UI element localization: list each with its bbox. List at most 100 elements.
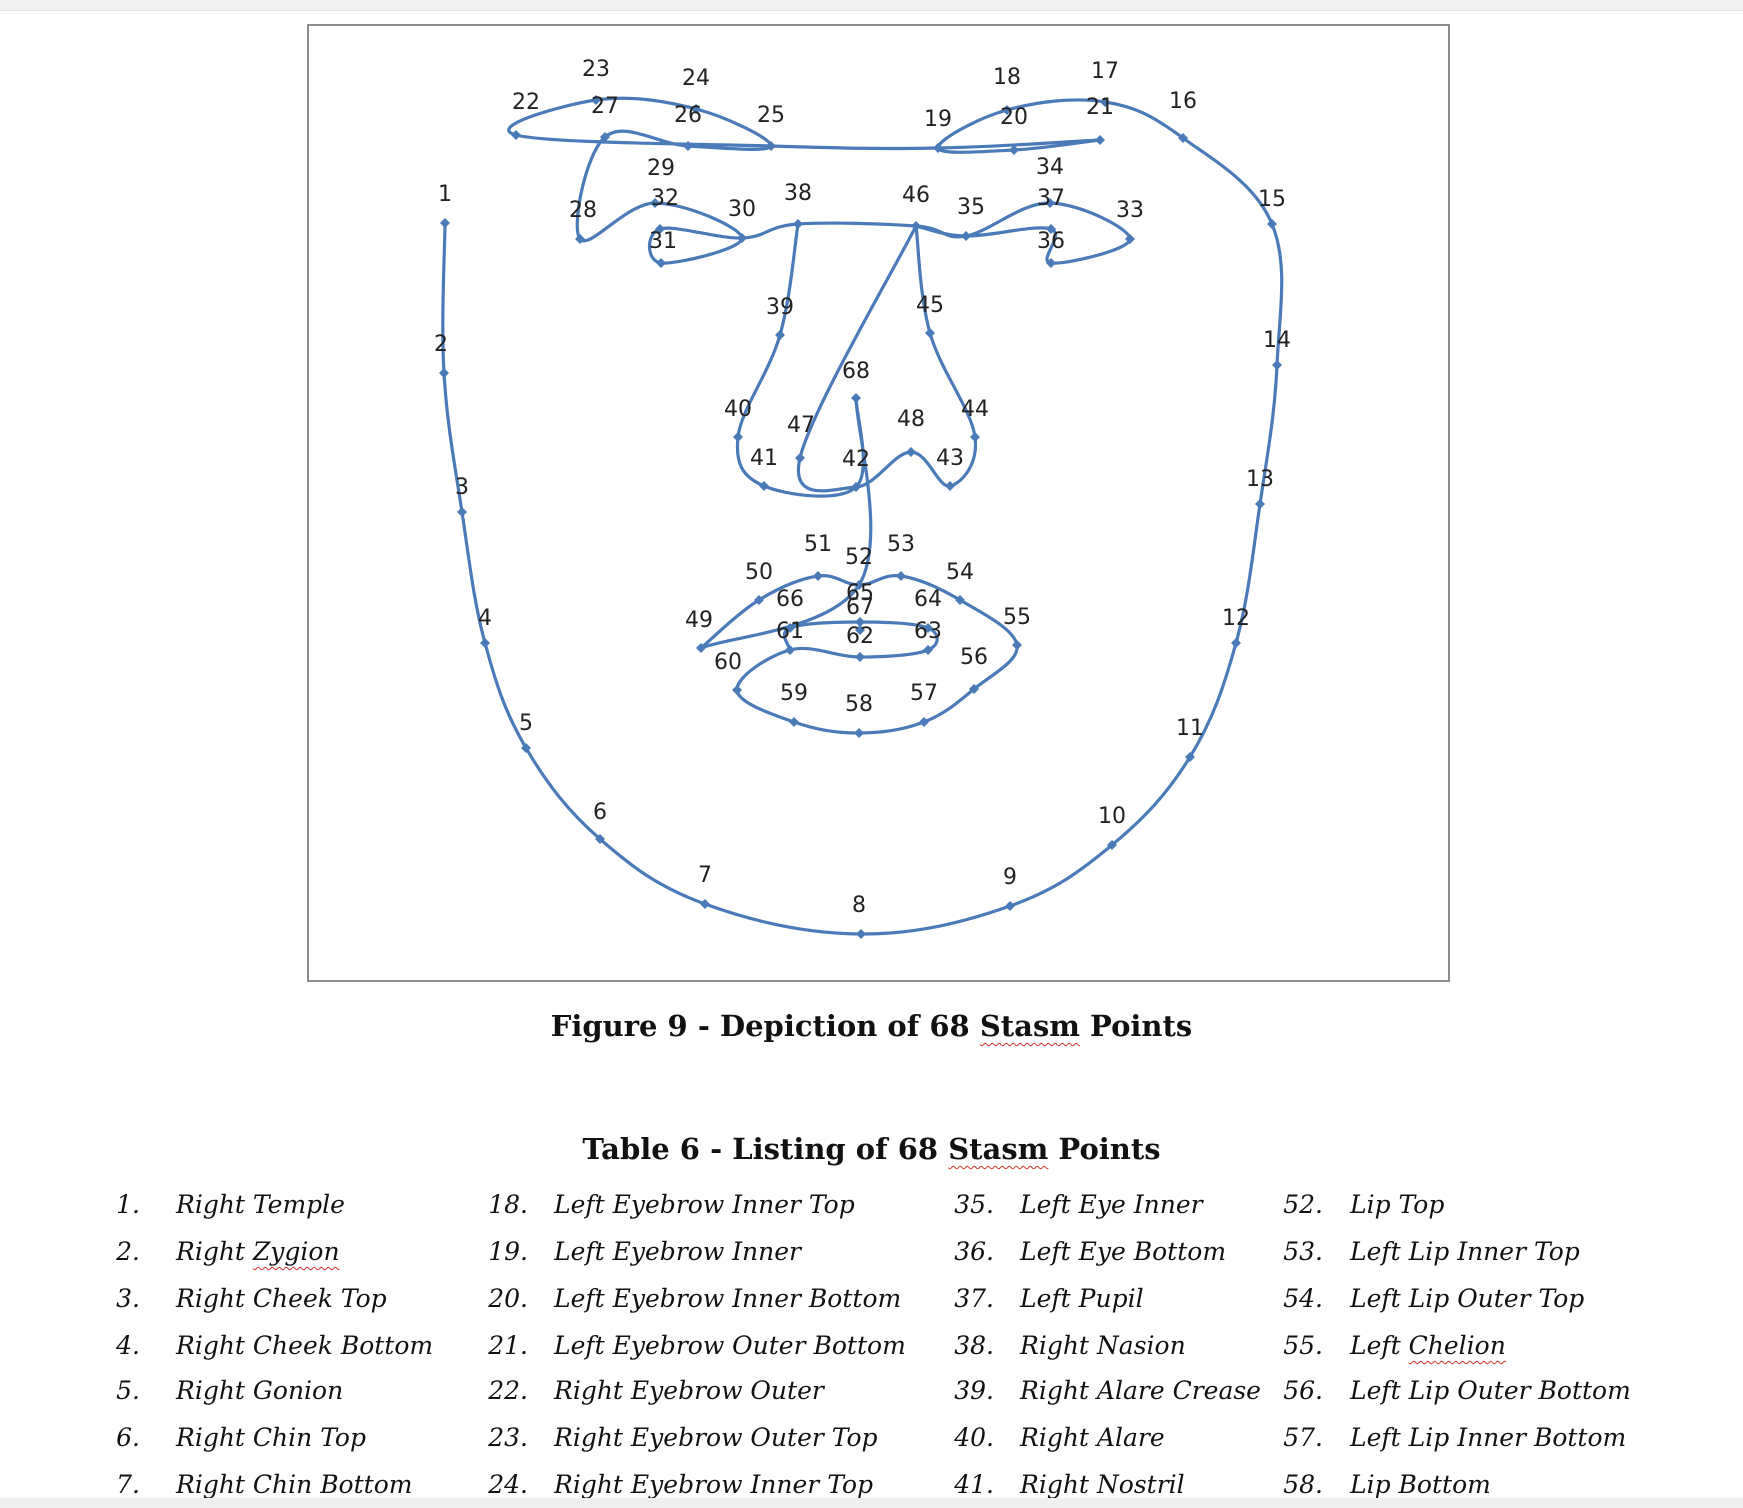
landmark-point-61 — [785, 645, 795, 655]
landmark-point-3 — [457, 507, 467, 517]
landmark-point-43 — [945, 481, 955, 491]
landmark-point-22 — [511, 130, 521, 140]
landmark-point-44 — [970, 432, 980, 442]
landmark-label-25: 25 — [757, 103, 785, 128]
landmark-point-27 — [600, 132, 610, 142]
landmark-label-12: 12 — [1222, 606, 1250, 631]
landmark-point-68 — [851, 393, 861, 403]
landmark-label-55: 55 — [1003, 605, 1031, 630]
landmark-point-14 — [1272, 360, 1282, 370]
landmark-point-8 — [856, 929, 866, 939]
landmark-label-59: 59 — [780, 681, 808, 706]
landmark-point-57 — [919, 717, 929, 727]
landmark-label-26: 26 — [674, 103, 702, 128]
landmark-point-5 — [521, 743, 531, 753]
landmark-point-63 — [923, 645, 933, 655]
landmark-label-7: 7 — [698, 863, 712, 888]
landmark-label-50: 50 — [745, 560, 773, 585]
landmark-label-2: 2 — [434, 332, 448, 357]
landmark-point-40 — [733, 432, 743, 442]
landmark-label-40: 40 — [724, 397, 752, 422]
landmark-label-42: 42 — [842, 447, 870, 472]
landmark-point-66 — [785, 623, 795, 633]
figure-caption: Figure 9 - Depiction of 68 Stasm Points — [0, 1009, 1743, 1043]
landmark-point-52 — [854, 580, 864, 590]
landmark-label-31: 31 — [649, 229, 677, 254]
landmark-label-39: 39 — [766, 295, 794, 320]
landmark-label-38: 38 — [784, 181, 812, 206]
landmark-label-10: 10 — [1098, 804, 1126, 829]
landmark-point-42 — [851, 482, 861, 492]
landmark-point-10 — [1107, 840, 1117, 850]
landmark-label-30: 30 — [728, 197, 756, 222]
landmark-label-23: 23 — [582, 57, 610, 82]
landmark-label-45: 45 — [916, 293, 944, 318]
landmark-point-56 — [969, 684, 979, 694]
landmark-point-32 — [655, 224, 665, 234]
landmark-label-24: 24 — [682, 66, 710, 91]
landmark-label-22: 22 — [512, 90, 540, 115]
landmark-point-64 — [923, 623, 933, 633]
landmark-label-49: 49 — [685, 608, 713, 633]
landmark-point-24 — [691, 104, 701, 114]
landmark-point-45 — [925, 328, 935, 338]
landmark-label-5: 5 — [519, 711, 533, 736]
landmark-point-11 — [1185, 752, 1195, 762]
landmark-label-21: 21 — [1086, 95, 1114, 120]
landmark-label-61: 61 — [776, 619, 804, 644]
landmark-label-13: 13 — [1246, 467, 1274, 492]
landmark-connector-line — [441, 98, 1284, 936]
landmark-point-19 — [933, 143, 943, 153]
landmark-point-12 — [1231, 638, 1241, 648]
landmark-label-47: 47 — [787, 413, 815, 438]
landmark-point-17 — [1100, 97, 1110, 107]
landmark-point-15 — [1267, 219, 1277, 229]
landmark-point-49 — [696, 643, 706, 653]
landmark-label-43: 43 — [936, 446, 964, 471]
landmark-point-29 — [650, 198, 660, 208]
landmark-connector-line — [735, 222, 865, 498]
top-window-edge — [0, 0, 1743, 11]
landmark-point-65 — [855, 617, 865, 627]
landmark-label-16: 16 — [1169, 89, 1197, 114]
landmark-label-65: 65 — [846, 581, 874, 606]
landmark-label-29: 29 — [647, 156, 675, 181]
landmark-label-35: 35 — [957, 195, 985, 220]
table-caption: Table 6 - Listing of 68 Stasm Points — [0, 1132, 1743, 1166]
landmark-label-33: 33 — [1116, 198, 1144, 223]
landmark-point-46 — [911, 221, 921, 231]
landmark-point-31 — [656, 258, 666, 268]
landmark-label-34: 34 — [1036, 155, 1064, 180]
landmark-label-15: 15 — [1258, 187, 1286, 212]
landmark-point-60 — [732, 685, 742, 695]
landmark-label-68: 68 — [842, 359, 870, 384]
landmark-point-55 — [1012, 640, 1022, 650]
landmark-label-3: 3 — [455, 475, 469, 500]
landmark-point-26 — [683, 141, 693, 151]
landmark-point-33 — [1125, 234, 1135, 244]
landmark-point-50 — [754, 595, 764, 605]
landmark-label-64: 64 — [914, 587, 942, 612]
landmark-label-36: 36 — [1037, 229, 1065, 254]
landmark-label-60: 60 — [714, 650, 742, 675]
landmark-point-51 — [813, 571, 823, 581]
landmark-label-19: 19 — [924, 107, 952, 132]
landmark-label-63: 63 — [914, 619, 942, 644]
landmark-label-46: 46 — [902, 183, 930, 208]
landmark-label-53: 53 — [887, 532, 915, 557]
landmark-label-67: 67 — [846, 595, 874, 620]
landmark-point-21 — [1095, 135, 1105, 145]
landmark-label-44: 44 — [961, 397, 989, 422]
landmark-label-62: 62 — [846, 624, 874, 649]
landmark-point-25 — [766, 141, 776, 151]
landmark-label-18: 18 — [993, 65, 1021, 90]
landmark-point-2 — [439, 368, 449, 378]
landmark-point-7 — [700, 899, 710, 909]
landmark-label-54: 54 — [946, 560, 974, 585]
bottom-window-edge — [0, 1498, 1743, 1508]
landmark-point-18 — [1002, 105, 1012, 115]
landmark-point-23 — [591, 95, 601, 105]
table-caption-text: Table 6 - Listing of 68 Stasm Points — [582, 1132, 1161, 1166]
landmark-label-28: 28 — [569, 198, 597, 223]
